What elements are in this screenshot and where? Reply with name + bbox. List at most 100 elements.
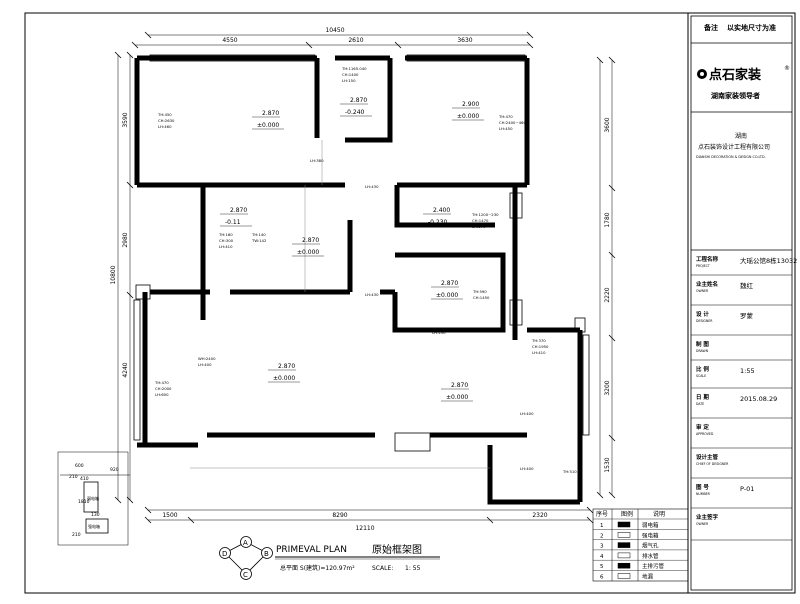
room-height: 2.870 — [350, 97, 367, 104]
room-floor-level: ±0.000 — [297, 249, 319, 256]
title-row-label: 制 图 — [696, 340, 709, 348]
room-height: 2.870 — [278, 363, 295, 370]
legend-desc: 地漏 — [642, 573, 654, 581]
room-floor-level: -0.230 — [428, 219, 448, 226]
legend-no: 4 — [600, 554, 604, 560]
plan-annotation: LH:450 — [499, 126, 513, 131]
plan-annotation: TH:1200~230 — [471, 212, 499, 217]
legend-symbol-icon — [617, 562, 631, 569]
title-row-label-en: NUMBER — [696, 492, 711, 496]
registered-mark: ® — [784, 65, 790, 72]
note-text: 以实地尺寸为准 — [727, 23, 776, 32]
plan-title-cn: 原始框架图 — [372, 543, 422, 556]
plan-annotation: CH:2400~460 — [499, 120, 526, 125]
dimension-right: 2220 — [604, 287, 611, 302]
plan-annotation: CH:2630 — [158, 118, 175, 123]
room-height: 2.870 — [230, 207, 247, 214]
plan-annotation: LH:430 — [365, 292, 379, 297]
inset-dimension: 130 — [91, 512, 100, 518]
title-row-label: 业主姓名 — [696, 280, 718, 288]
dimension-top: 3630 — [457, 37, 472, 44]
plan-annotation: CH:1950 — [532, 344, 549, 349]
dimension-left: 10800 — [110, 265, 117, 284]
inset-detail: 弱电箱 强电箱 — [57, 451, 129, 546]
dimension-left: 2980 — [122, 232, 129, 247]
plan-annotation: CH:1450 — [473, 295, 490, 300]
plan-annotation: TH:160 — [218, 232, 233, 237]
legend-no: 6 — [600, 575, 604, 581]
title-row-value: 1:55 — [740, 367, 755, 375]
legend-desc: 主排污管 — [642, 562, 665, 570]
dimension-left: 3590 — [122, 112, 129, 127]
plan-annotation: LH:460 — [158, 124, 172, 129]
plan-annotation: TH:370 — [531, 338, 546, 343]
title-row-label-en: DATE — [696, 402, 704, 406]
dimension-bottom: 12110 — [355, 525, 374, 532]
plan-annotation: LH:400 — [198, 362, 212, 367]
plan-annotation: LH:430 — [365, 184, 379, 189]
plan-annotation: CH:2000 — [155, 386, 172, 391]
legend-no: 3 — [600, 544, 604, 550]
legend-desc: 排水管 — [642, 552, 659, 560]
plan-scale-value: 1: 55 — [405, 565, 421, 572]
plan-annotation: LH:430 — [432, 330, 446, 335]
plan-annotation: TH:1165.040 — [341, 66, 367, 71]
company-logo-text: 点石家装 — [709, 67, 761, 83]
title-row-label-en: SCALE — [696, 374, 706, 378]
legend-header: 说明 — [653, 510, 665, 518]
dimension-ticks — [114, 31, 616, 524]
legend-header: 图例 — [621, 510, 633, 518]
plan-annotation: WH:2400 — [198, 356, 216, 361]
inset-dimension: 210 — [69, 474, 78, 480]
inset-dimension: 210 — [72, 532, 81, 538]
legend-no: 5 — [600, 564, 604, 570]
plan-annotation: TH:510 — [562, 469, 577, 474]
compass-a: A — [243, 539, 248, 547]
walls — [134, 55, 583, 505]
plan-annotation: TH:450 — [157, 112, 172, 117]
room-floor-level: ±0.000 — [273, 375, 295, 382]
title-row-value: 罗蒙 — [740, 311, 754, 320]
title-row-label: 图 号 — [696, 483, 709, 491]
inset-dimension: 920 — [110, 467, 119, 473]
sheet-border — [24, 12, 796, 594]
compass-rose: A B C D — [219, 536, 273, 580]
legend-no: 2 — [600, 533, 604, 539]
plan-annotation: TH:140 — [251, 232, 266, 237]
title-row-value: 2015.08.29 — [740, 395, 777, 403]
note-label: 备注 — [703, 23, 718, 32]
dimension-top: 4550 — [222, 37, 237, 44]
room-floor-level: ±0.000 — [457, 113, 479, 120]
company-region: 湖南 — [735, 132, 747, 140]
plan-annotation: LH:400 — [520, 466, 534, 471]
plan-annotation: LH:400 — [520, 411, 534, 416]
dimension-right: 1530 — [604, 457, 611, 472]
company-full-name: 点石装饰设计工程有限公司 — [698, 143, 770, 151]
legend-header: 序号 — [596, 510, 608, 518]
floor-plan: 弱电箱 强电箱 A B C D PRIMEVAL PLAN 原始框架图 总平面 … — [57, 27, 616, 580]
title-row-label-en: CHIEF OF DESIGNER — [696, 462, 729, 466]
room-height: 2.870 — [262, 110, 279, 117]
legend-symbol-icon — [617, 552, 631, 559]
title-row-label: 工程名称 — [696, 255, 719, 263]
plan-annotation: LH:380 — [310, 158, 324, 163]
compass-c: C — [243, 571, 248, 579]
room-floor-level: ±0.000 — [446, 394, 468, 401]
inset-dimension: 1810 — [78, 499, 90, 505]
legend-desc: 强电箱 — [642, 531, 659, 539]
legend-desc: 弱电箱 — [642, 521, 659, 529]
title-row-label: 设 计 — [696, 310, 709, 318]
plan-title-en: PRIMEVAL PLAN — [276, 545, 347, 555]
title-row-value: 大瑶公馆8栋13032 — [740, 256, 797, 265]
title-block: 备注 以实地尺寸为准 点石家装 ® 湖南家装领导者 湖南 点石装饰设计工程有限公… — [691, 23, 797, 541]
room-floor-level: -0.11 — [225, 219, 241, 226]
title-row-label-en: APPROVED — [696, 432, 714, 436]
room-height: 2.870 — [451, 382, 468, 389]
plan-annotation: LH:410 — [532, 350, 546, 355]
inset-label-weak: 弱电箱 — [87, 495, 99, 501]
legend-symbol-icon — [617, 521, 631, 528]
plan-annotation: CH:300 — [219, 238, 234, 243]
inset-dimension: 600 — [75, 463, 84, 469]
